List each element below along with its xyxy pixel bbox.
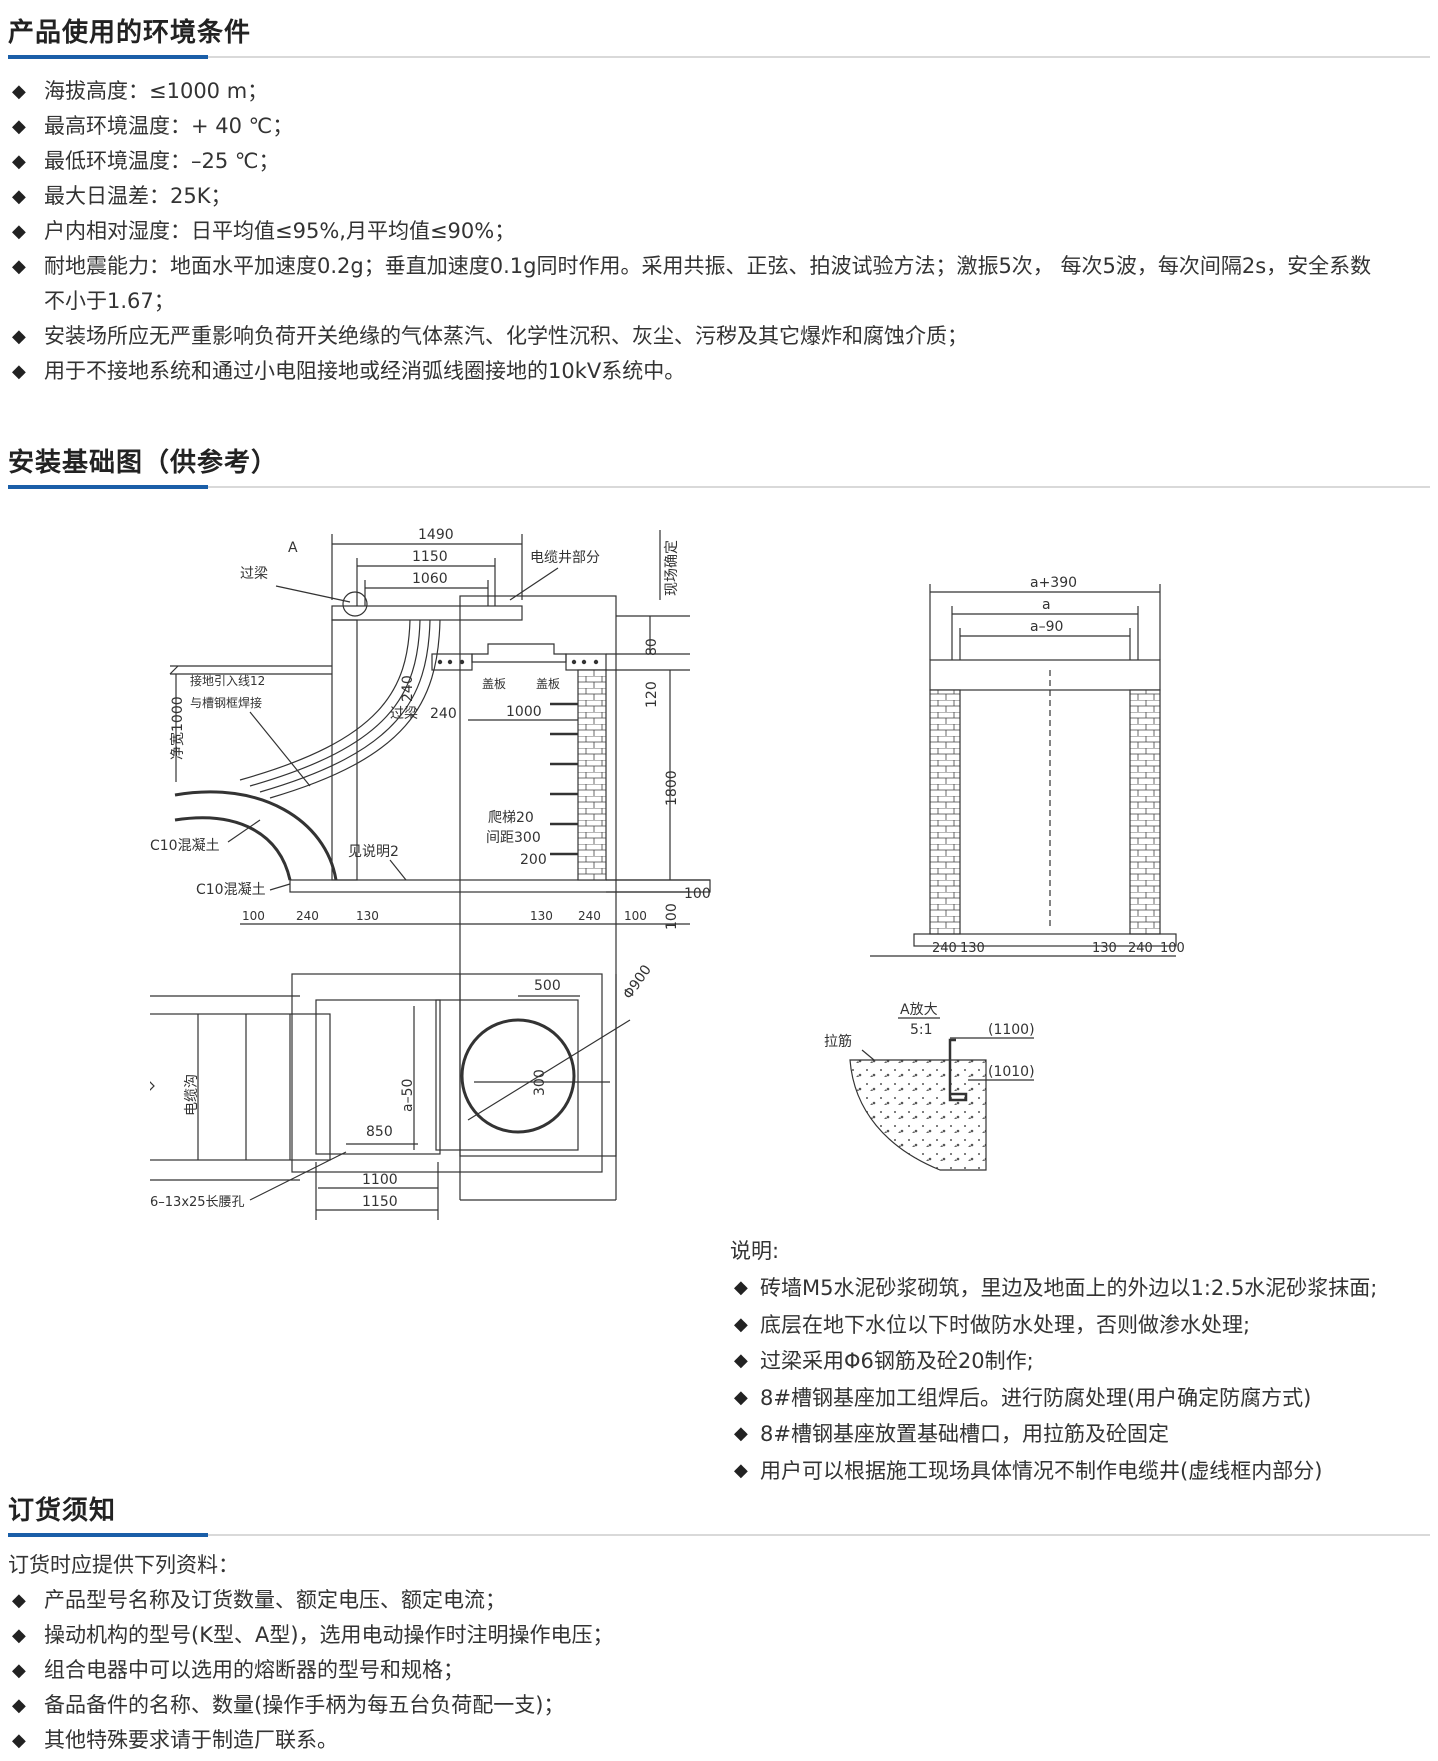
- order-item: 操动机构的型号(K型、A型)，选用电动操作时注明操作电压；: [8, 1618, 1430, 1653]
- env-item: 安装场所应无严重影响负荷开关绝缘的气体蒸汽、化学性沉积、灰尘、污秽及其它爆炸和腐…: [8, 319, 1430, 354]
- env-item: 最高环境温度：+ 40 ℃；: [8, 109, 1430, 144]
- env-item: 户内相对湿度：日平均值≤95%,月平均值≤90%；: [8, 214, 1430, 249]
- order-item: 产品型号名称及订货数量、额定电压、额定电流；: [8, 1583, 1430, 1618]
- label-ground-wire-1: 接地引入线12: [190, 673, 265, 688]
- dim-1060: 1060: [412, 571, 448, 587]
- order-title-rule: [8, 1533, 1430, 1537]
- env-item: 海拔高度：≤1000 m；: [8, 74, 1430, 109]
- install-title-rule: [8, 485, 1430, 489]
- dim-1800: 1800: [664, 770, 680, 806]
- env-item: 耐地震能力：地面水平加速度0.2g；垂直加速度0.1g同时作用。采用共振、正弦、…: [8, 249, 1430, 319]
- note-item: 8#槽钢基座加工组焊后。进行防腐处理(用户确定防腐方式): [730, 1380, 1430, 1417]
- label-c10-b: C10混凝土: [196, 882, 266, 898]
- label-cable-well: 电缆井部分: [530, 550, 600, 566]
- label-a: A: [288, 540, 298, 556]
- dim-100-fb: 100: [1160, 941, 1185, 956]
- dim-a: a: [1042, 597, 1051, 613]
- plan-view: a 净宽1000 电缆沟 Φ900 500 300 a–50 850 1100 …: [78, 962, 655, 1220]
- order-intro: 订货时应提供下列资料：: [8, 1553, 239, 1577]
- label-ladder-1: 爬梯20: [488, 810, 534, 826]
- dim-130-fa: 130: [960, 941, 985, 956]
- label-site-confirm: 现场确定: [664, 540, 680, 596]
- label-see-note: 见说明2: [348, 844, 399, 860]
- dim-a90: a–90: [1030, 619, 1063, 635]
- dim-100-r: 100: [684, 886, 711, 902]
- env-list: 海拔高度：≤1000 m； 最高环境温度：+ 40 ℃； 最低环境温度：–25 …: [8, 74, 1430, 389]
- dim-1100: 1100: [362, 1172, 398, 1188]
- dim-120: 120: [644, 681, 660, 708]
- front-view: a+390 a a–90 240 130 130 240 100: [870, 575, 1185, 957]
- dim-1150-plan: 1150: [362, 1194, 398, 1210]
- label-holes: 6–13x25长腰孔: [150, 1195, 245, 1210]
- env-title-rule: [8, 55, 1430, 59]
- notes-list: 砖墙M5水泥砂浆砌筑，里边及地面上的外边以1:2.5水泥砂浆抹面; 底层在地下水…: [730, 1270, 1430, 1489]
- dim-500: 500: [534, 978, 561, 994]
- dim-1000: 1000: [506, 704, 542, 720]
- env-section: 产品使用的环境条件 海拔高度：≤1000 m； 最高环境温度：+ 40 ℃； 最…: [8, 16, 1430, 389]
- label-scale: 5:1: [910, 1022, 933, 1038]
- label-p1010: (1010): [988, 1064, 1035, 1080]
- install-section: 安装基础图（供参考）: [8, 446, 1430, 489]
- install-title: 安装基础图（供参考）: [8, 448, 279, 478]
- dim-100-rv: 100: [664, 903, 680, 930]
- notes-title: 说明:: [730, 1239, 780, 1263]
- dim-200: 200: [520, 852, 547, 868]
- dim-phi900: Φ900: [620, 962, 655, 1002]
- env-title: 产品使用的环境条件: [8, 18, 252, 48]
- dim-1150: 1150: [412, 549, 448, 565]
- dim-130-fb: 130: [1092, 941, 1117, 956]
- dim-850: 850: [366, 1124, 393, 1140]
- dim-a390: a+390: [1030, 575, 1077, 591]
- dim-240-a: 240: [296, 909, 319, 923]
- label-p1100: (1100): [988, 1022, 1035, 1038]
- label-cover-a: 盖板: [482, 677, 506, 691]
- dim-130-b: 130: [530, 909, 553, 923]
- note-item: 用户可以根据施工现场具体情况不制作电缆井(虚线框内部分): [730, 1453, 1430, 1490]
- order-item: 备品备件的名称、数量(操作手柄为每五台负荷配一支)；: [8, 1688, 1430, 1723]
- dim-100-a: 100: [242, 909, 265, 923]
- label-c10-a: C10混凝土: [150, 838, 220, 854]
- install-drawing: 1490 1150 1060 A 过梁 接地引入线12 与槽钢框焊接 净宽100…: [78, 520, 1190, 1224]
- env-item: 最大日温差：25K；: [8, 179, 1430, 214]
- order-item: 组合电器中可以选用的熔断器的型号和规格；: [8, 1653, 1430, 1688]
- label-a-zoom: A放大: [900, 1002, 938, 1018]
- label-guoliang: 过梁: [240, 566, 268, 582]
- section-view: 1490 1150 1060 A 过梁 接地引入线12 与槽钢框焊接 净宽100…: [150, 527, 711, 1157]
- label-cable-trench: 电缆沟: [184, 1074, 200, 1116]
- order-list: 产品型号名称及订货数量、额定电压、额定电流； 操动机构的型号(K型、A型)，选用…: [8, 1583, 1430, 1758]
- note-item: 底层在地下水位以下时做防水处理，否则做渗水处理;: [730, 1307, 1430, 1344]
- notes: 说明: 砖墙M5水泥砂浆砌筑，里边及地面上的外边以1:2.5水泥砂浆抹面; 底层…: [730, 1234, 1430, 1489]
- dim-240-b: 240: [578, 909, 601, 923]
- note-item: 过梁采用Φ6钢筋及砼20制作;: [730, 1343, 1430, 1380]
- env-item: 最低环境温度：–25 ℃；: [8, 144, 1430, 179]
- dim-100-b: 100: [624, 909, 647, 923]
- dim-240-fa: 240: [932, 941, 957, 956]
- label-lajin: 拉筋: [824, 1033, 852, 1050]
- detail-a: A放大 5:1 拉筋 (1100) (1010): [824, 1002, 1035, 1171]
- note-item: 8#槽钢基座放置基础槽口，用拉筋及砼固定: [730, 1416, 1430, 1453]
- dim-80: 80: [644, 638, 660, 656]
- label-ground-wire-2: 与槽钢框焊接: [190, 695, 262, 710]
- note-item: 砖墙M5水泥砂浆砌筑，里边及地面上的外边以1:2.5水泥砂浆抹面;: [730, 1270, 1430, 1307]
- dim-240v: 240: [400, 675, 416, 702]
- label-cover-b: 盖板: [536, 677, 560, 691]
- dim-300: 300: [532, 1069, 548, 1096]
- label-guoliang-2: 过梁: [390, 706, 418, 722]
- dim-240: 240: [430, 706, 457, 722]
- env-item: 用于不接地系统和通过小电阻接地或经消弧线圈接地的10kV系统中。: [8, 354, 1430, 389]
- dim-130-a: 130: [356, 909, 379, 923]
- label-net-width: 净宽1000: [169, 696, 186, 760]
- dim-a50: a–50: [400, 1079, 416, 1112]
- order-title: 订货须知: [8, 1496, 117, 1526]
- dim-240-fb: 240: [1128, 941, 1153, 956]
- dim-1490: 1490: [418, 527, 454, 543]
- order-section: 订货须知 订货时应提供下列资料： 产品型号名称及订货数量、额定电压、额定电流； …: [8, 1494, 1430, 1758]
- order-item: 其他特殊要求请于制造厂联系。: [8, 1723, 1430, 1758]
- label-ladder-2: 间距300: [486, 830, 541, 846]
